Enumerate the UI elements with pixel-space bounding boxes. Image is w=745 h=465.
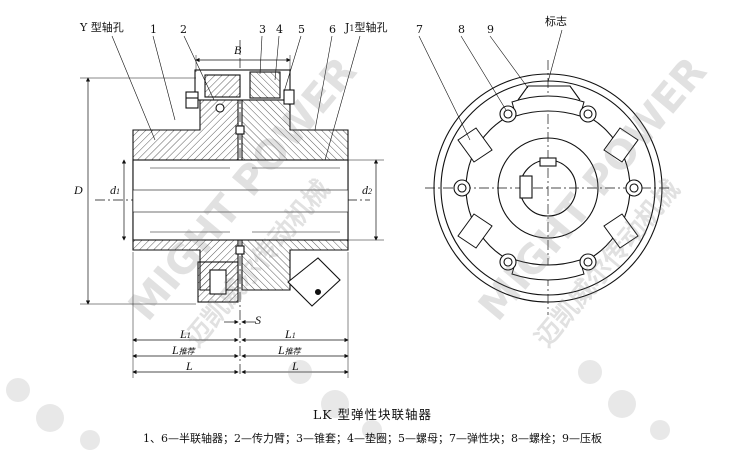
figure-caption-title: LK 型弹性块联轴器 [312, 407, 433, 422]
label-mark: 标志 [545, 15, 567, 28]
part-number-3: 3 [259, 23, 266, 36]
part-number-8: 8 [458, 23, 465, 36]
dim-d2-letter: d [362, 183, 368, 197]
dim-label-L-left: L [186, 359, 193, 373]
dim-L1-right-letter: L [285, 327, 292, 341]
dim-L1-right-sub: 1 [291, 331, 296, 340]
dim-label-L1-right: L1 [285, 328, 296, 342]
bolt-heads [453, 105, 643, 271]
watermark-graphic [6, 360, 670, 450]
side-section-view [80, 35, 384, 378]
dim-L1-left-sub: 1 [186, 331, 191, 340]
dim-label-S: S [255, 313, 261, 327]
figure-caption-legend: 1、6—半联轴器；2—传力臂；3—锥套；4—垫圈；5—螺母；7—弹性块；8—螺栓… [143, 432, 602, 445]
part-number-6: 6 [329, 23, 336, 36]
part-number-2: 2 [180, 23, 187, 36]
part-number-4: 4 [276, 23, 283, 36]
dim-d2-subscript: 2 [368, 187, 372, 196]
label-j1-hole: J1型轴孔 [345, 22, 388, 35]
dim-Lrec-left-letter: L [172, 343, 179, 357]
dim-label-d1: d1 [110, 184, 120, 198]
label-j1-subscript: 1 [349, 24, 355, 33]
dim-Lrec-left-sub: 推荐 [178, 347, 195, 356]
dim-label-Lrec-left: L推荐 [172, 344, 195, 358]
dim-d1-subscript: 1 [116, 187, 120, 196]
dim-label-L-right: L [292, 359, 299, 373]
part-number-5: 5 [298, 23, 305, 36]
part-number-9: 9 [487, 23, 494, 36]
dim-label-d2: d2 [362, 184, 372, 198]
part-number-7: 7 [416, 23, 423, 36]
dim-label-D: D [74, 183, 83, 197]
label-j1-letter: J [345, 21, 350, 34]
end-view [418, 29, 670, 315]
dim-label-Lrec-right: L推荐 [278, 344, 301, 358]
dim-Lrec-right-sub: 推荐 [284, 347, 301, 356]
dim-L1-left-letter: L [180, 327, 187, 341]
label-y-hole: Y 型轴孔 [80, 21, 124, 34]
label-j1-text: 型轴孔 [354, 21, 388, 34]
dim-d1-letter: d [110, 183, 116, 197]
dim-Lrec-right-letter: L [278, 343, 285, 357]
dim-label-L1-left: L1 [180, 328, 191, 342]
dim-label-B: B [234, 43, 242, 57]
part-number-1: 1 [150, 23, 157, 36]
